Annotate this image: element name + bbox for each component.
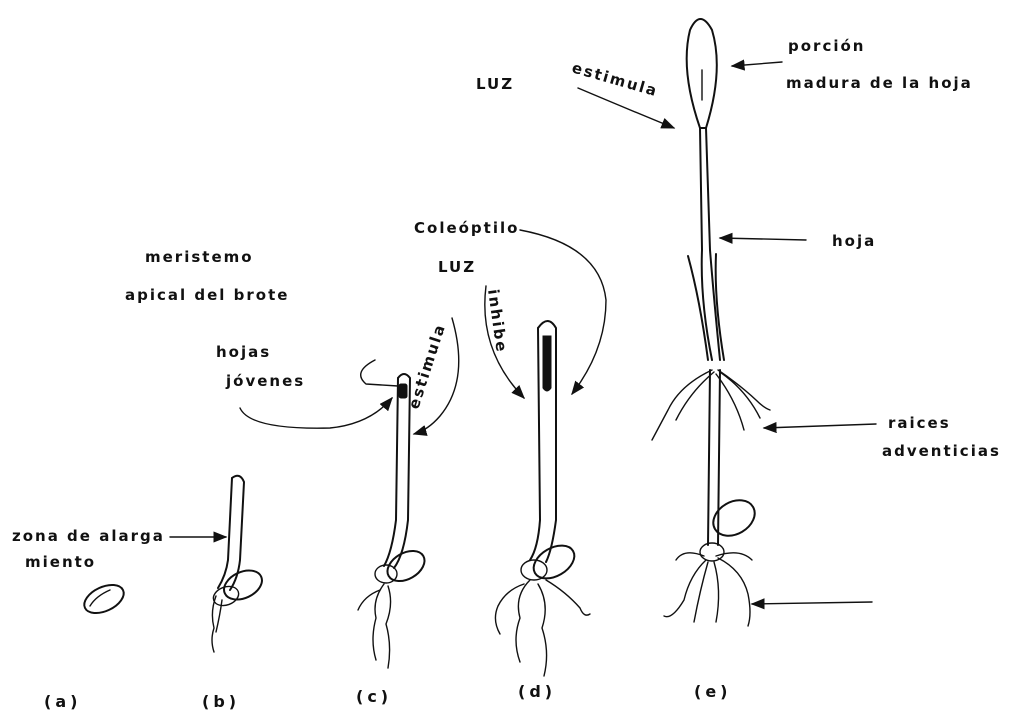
label-porcion-madura: porción madura de la hoja <box>732 37 973 92</box>
hojas-arrow <box>240 398 392 428</box>
inhibe-label: inhibe <box>484 288 511 354</box>
seedling-stage-b <box>211 476 267 652</box>
zona-label-line1: zona de alarga <box>12 527 165 545</box>
stage-label-a: (a) <box>44 692 81 711</box>
meristemo-label-line1: meristemo <box>145 248 254 266</box>
estimula-c-label: estimula <box>405 321 450 411</box>
porcion-arrow <box>732 62 782 66</box>
estimula-e-arrow <box>578 88 674 128</box>
stage-label-e: (e) <box>694 682 731 701</box>
raices-arrow <box>764 424 876 428</box>
coleoptilo-label: Coleóptilo <box>414 219 519 237</box>
label-inhibe: inhibe <box>484 286 524 398</box>
seed-stage-a <box>80 579 128 619</box>
raices-label-line1: raices <box>888 414 951 432</box>
seedling-stage-e <box>652 19 770 626</box>
porcion-label-line2: madura de la hoja <box>786 74 973 92</box>
luz-d-label: LUZ <box>438 258 476 276</box>
luz-e-label: LUZ <box>476 75 514 93</box>
stage-label-c: (c) <box>356 687 392 706</box>
zona-label-line2: miento <box>25 553 96 571</box>
raices-label-line2: adventicias <box>882 442 1001 460</box>
hoja-arrow <box>720 238 806 240</box>
estimula-e-label: estimula <box>570 59 661 101</box>
seedling-stage-d <box>495 321 590 676</box>
label-luz-e: LUZ estimula <box>476 59 674 128</box>
label-estimula-c: estimula <box>405 318 459 434</box>
seedling-stage-c <box>358 374 430 668</box>
hojas-label-line2: jóvenes <box>225 372 305 390</box>
hojas-label-line1: hojas <box>216 343 271 361</box>
porcion-label-line1: porción <box>788 37 865 55</box>
label-hojas-jovenes: hojas jóvenes <box>216 343 392 428</box>
coleoptilo-arrow <box>520 230 606 394</box>
roots-arrow <box>752 602 872 604</box>
stage-label-b: (b) <box>202 692 240 711</box>
hoja-label: hoja <box>832 232 876 250</box>
label-coleoptilo: Coleóptilo LUZ <box>414 219 606 394</box>
label-hoja: hoja <box>720 232 876 250</box>
label-raices-adventicias: raices adventicias <box>764 414 1001 460</box>
label-meristemo: meristemo apical del brote <box>125 248 398 386</box>
meristemo-arrow <box>361 360 398 386</box>
meristemo-label-line2: apical del brote <box>125 286 289 304</box>
stage-label-d: (d) <box>518 682 556 701</box>
label-zona-alargamiento: zona de alarga miento <box>12 527 226 571</box>
